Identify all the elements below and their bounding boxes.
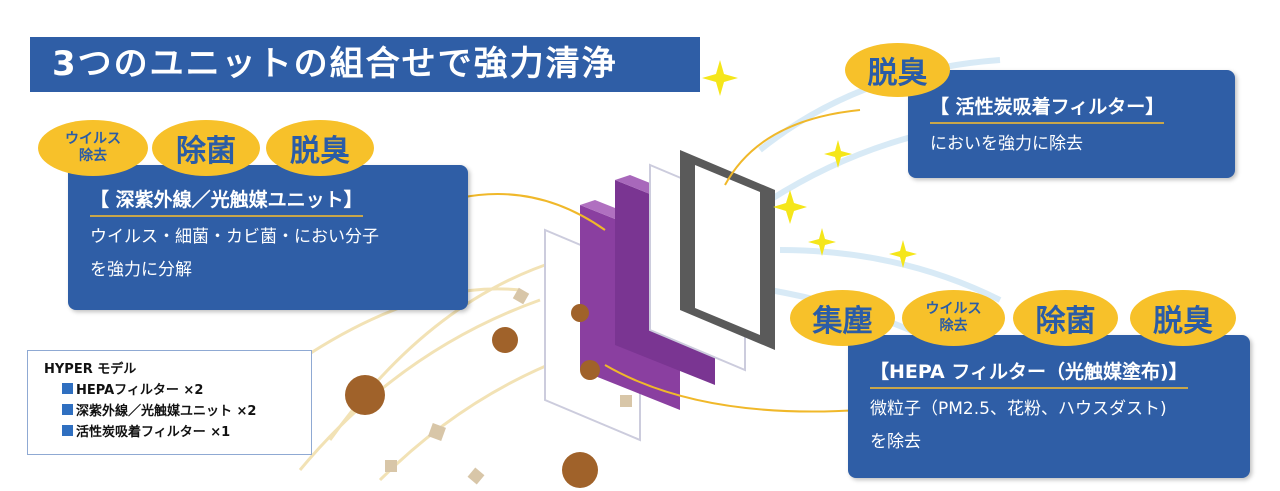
page-title: 3つのユニットの組合せで強力清浄	[30, 37, 700, 92]
uv-unit-heading: 【 深紫外線／光触媒ユニット】	[90, 185, 363, 217]
carbon-filter-desc: においを強力に除去	[930, 134, 1083, 154]
filter-panels	[544, 150, 775, 442]
model-legend: HYPER モデル HEPAフィルター ×2 深紫外線／光触媒ユニット ×2 活…	[27, 350, 312, 455]
uv-photocatalyst-unit-box: 【 深紫外線／光触媒ユニット】 ウイルス・細菌・カビ菌・におい分子を強力に分解	[68, 165, 468, 310]
legend-item: 深紫外線／光触媒ユニット ×2	[44, 401, 295, 422]
carbon-filter-box: 【 活性炭吸着フィルター】 においを強力に除去	[908, 70, 1235, 178]
badge-sterilization: 除菌	[152, 120, 260, 176]
badge-virus-removal-hepa: ウイルス 除去	[902, 290, 1005, 346]
hepa-filter-desc-1: 微粒子（PM2.5、花粉、ハウスダスト)	[870, 399, 1167, 419]
badge-sterilization-hepa: 除菌	[1013, 290, 1118, 346]
dust-particles	[385, 287, 632, 485]
badge-dust-collection: 集塵	[790, 290, 895, 346]
legend-item: HEPAフィルター ×2	[44, 380, 295, 401]
uv-unit-desc-2: を強力に分解	[90, 260, 192, 280]
legend-title: HYPER モデル	[44, 362, 137, 377]
sparkle-icons	[702, 60, 917, 268]
hepa-filter-heading: 【HEPA フィルター（光触媒塗布)】	[870, 357, 1188, 389]
badge-deodorization-carbon: 脱臭	[845, 43, 950, 97]
germ-icons	[345, 304, 600, 488]
badge-deodorization: 脱臭	[266, 120, 374, 176]
hepa-filter-desc-2: を除去	[870, 432, 921, 452]
badge-virus-removal: ウイルス 除去	[38, 120, 148, 176]
legend-item: 活性炭吸着フィルター ×1	[44, 422, 295, 443]
badge-deodorization-hepa: 脱臭	[1130, 290, 1236, 346]
uv-unit-desc-1: ウイルス・細菌・カビ菌・におい分子	[90, 227, 379, 247]
carbon-filter-heading: 【 活性炭吸着フィルター】	[930, 92, 1165, 124]
hepa-filter-box: 【HEPA フィルター（光触媒塗布)】 微粒子（PM2.5、花粉、ハウスダスト)…	[848, 335, 1250, 478]
